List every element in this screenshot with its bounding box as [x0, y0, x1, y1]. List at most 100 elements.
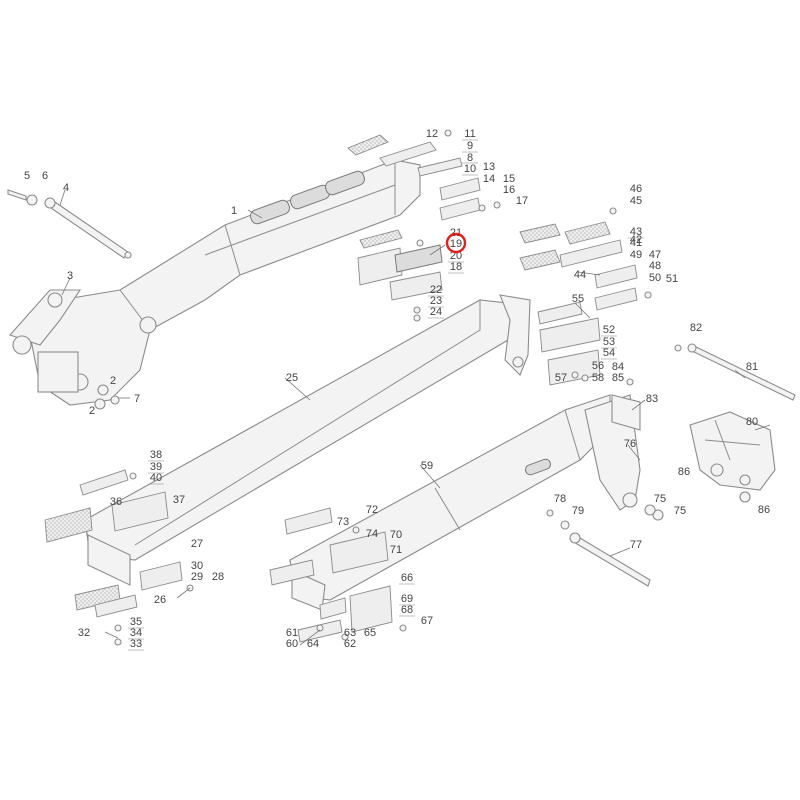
long-pins: [569, 343, 796, 587]
callout-15: 15: [503, 173, 515, 185]
callout-26: 26: [154, 594, 166, 606]
callout-64: 64: [307, 638, 319, 650]
hardware: [94, 129, 751, 646]
callout-41: 41: [630, 237, 642, 249]
callout-27: 27: [191, 538, 203, 550]
callout-76: 76: [624, 438, 636, 450]
callout-40: 40: [150, 472, 162, 484]
callout-35: 35: [130, 616, 142, 628]
callout-2: 2: [110, 375, 116, 387]
callout-55: 55: [572, 293, 584, 305]
callout-62: 62: [344, 638, 356, 650]
callout-75-secondary: 75: [674, 505, 686, 517]
callout-29: 29: [191, 571, 203, 583]
callout-82: 82: [690, 322, 702, 334]
middle-boom-part: [84, 294, 531, 586]
callout-43: 43: [630, 226, 642, 238]
callout-8: 8: [467, 152, 473, 164]
highlight-ring: [445, 232, 467, 254]
callout-13: 13: [483, 161, 495, 173]
callout-5: 5: [24, 170, 30, 182]
pin-part: [7, 189, 132, 259]
callout-6: 6: [42, 170, 48, 182]
callout-9: 9: [467, 140, 473, 152]
callout-10: 10: [464, 163, 476, 175]
callout-20: 20: [450, 250, 462, 262]
upper-boom-part: [9, 159, 421, 406]
callout-66: 66: [401, 572, 413, 584]
callout-48: 48: [649, 260, 661, 272]
callout-22: 22: [430, 284, 442, 296]
callout-54: 54: [603, 347, 615, 359]
callout-74: 74: [366, 528, 378, 540]
callout-28: 28: [212, 571, 224, 583]
callout-71: 71: [390, 544, 402, 556]
callout-14: 14: [483, 173, 495, 185]
callout-44: 44: [574, 269, 586, 281]
callout-72: 72: [366, 504, 378, 516]
callout-61: 61: [286, 627, 298, 639]
callout-17: 17: [516, 195, 528, 207]
callout-57: 57: [555, 372, 567, 384]
callout-32: 32: [78, 627, 90, 639]
coupler-part: [689, 411, 776, 503]
callout-45: 45: [630, 195, 642, 207]
callout-52: 52: [603, 324, 615, 336]
callout-78: 78: [554, 493, 566, 505]
callout-39: 39: [150, 461, 162, 473]
callout-30: 30: [191, 560, 203, 572]
callout-16: 16: [503, 184, 515, 196]
callout-53: 53: [603, 336, 615, 348]
callout-38: 38: [150, 449, 162, 461]
leader-lines: [59, 189, 771, 646]
callout-23: 23: [430, 295, 442, 307]
callout-60: 60: [286, 638, 298, 650]
callout-18: 18: [450, 261, 462, 273]
callout-85: 85: [612, 372, 624, 384]
callout-49: 49: [630, 249, 642, 261]
callout-47: 47: [649, 249, 661, 261]
callout-2-secondary: 2: [89, 405, 95, 417]
callout-73: 73: [337, 516, 349, 528]
callout-11: 11: [464, 128, 475, 140]
callout-12: 12: [426, 128, 438, 140]
callout-58: 58: [592, 372, 604, 384]
callout-69: 69: [401, 593, 413, 605]
callout-34: 34: [130, 627, 142, 639]
callout-86: 86: [678, 466, 690, 478]
wear-pads: [44, 134, 638, 643]
callout-4: 4: [63, 182, 69, 194]
callout-3: 3: [67, 270, 73, 282]
callout-37: 37: [173, 494, 185, 506]
callout-77: 77: [630, 539, 642, 551]
callout-50: 50: [649, 272, 661, 284]
callout-19: 19: [450, 238, 462, 250]
callout-80: 80: [746, 416, 758, 428]
callout-70: 70: [390, 529, 402, 541]
callout-65: 65: [364, 627, 376, 639]
callout-84: 84: [612, 361, 624, 373]
callout-25: 25: [286, 372, 298, 384]
callout-59: 59: [421, 460, 433, 472]
callout-86-secondary: 86: [758, 504, 770, 516]
callout-46: 46: [630, 183, 642, 195]
callout-79: 79: [572, 505, 584, 517]
callout-75: 75: [654, 493, 666, 505]
callout-68: 68: [401, 604, 413, 616]
cover-plate-part: [611, 394, 641, 431]
callout-83: 83: [646, 393, 658, 405]
callout-67: 67: [421, 615, 433, 627]
callout-33: 33: [130, 638, 142, 650]
callout-1: 1: [231, 205, 237, 217]
callout-42: 42: [630, 234, 642, 246]
callout-7: 7: [134, 393, 140, 405]
callout-labels: 1 2 2 3 4 5 6 7 8 9 10 11 12 13 14 15 16…: [24, 128, 770, 650]
callout-56: 56: [592, 360, 604, 372]
callout-63: 63: [344, 627, 356, 639]
part-illustrations: [7, 129, 796, 646]
callout-81: 81: [746, 361, 758, 373]
callout-underlines: [128, 139, 644, 651]
callout-36: 36: [110, 496, 122, 508]
